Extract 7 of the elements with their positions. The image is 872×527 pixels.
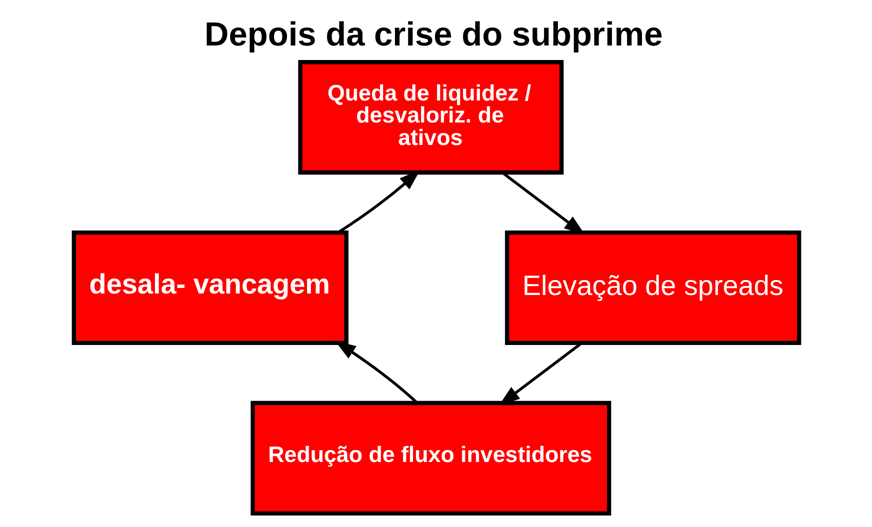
node-box: Redução de fluxo investidores — [250, 400, 611, 515]
diagram-title: Depois da crise do subprime — [204, 16, 662, 54]
node-box: Queda de liquidez / desvaloriz. de ativos — [298, 60, 564, 174]
node-box: Elevação de spreads — [504, 230, 801, 345]
arrow — [337, 169, 420, 234]
arrow — [334, 340, 418, 404]
node-box: desala- vancagem — [71, 230, 348, 345]
